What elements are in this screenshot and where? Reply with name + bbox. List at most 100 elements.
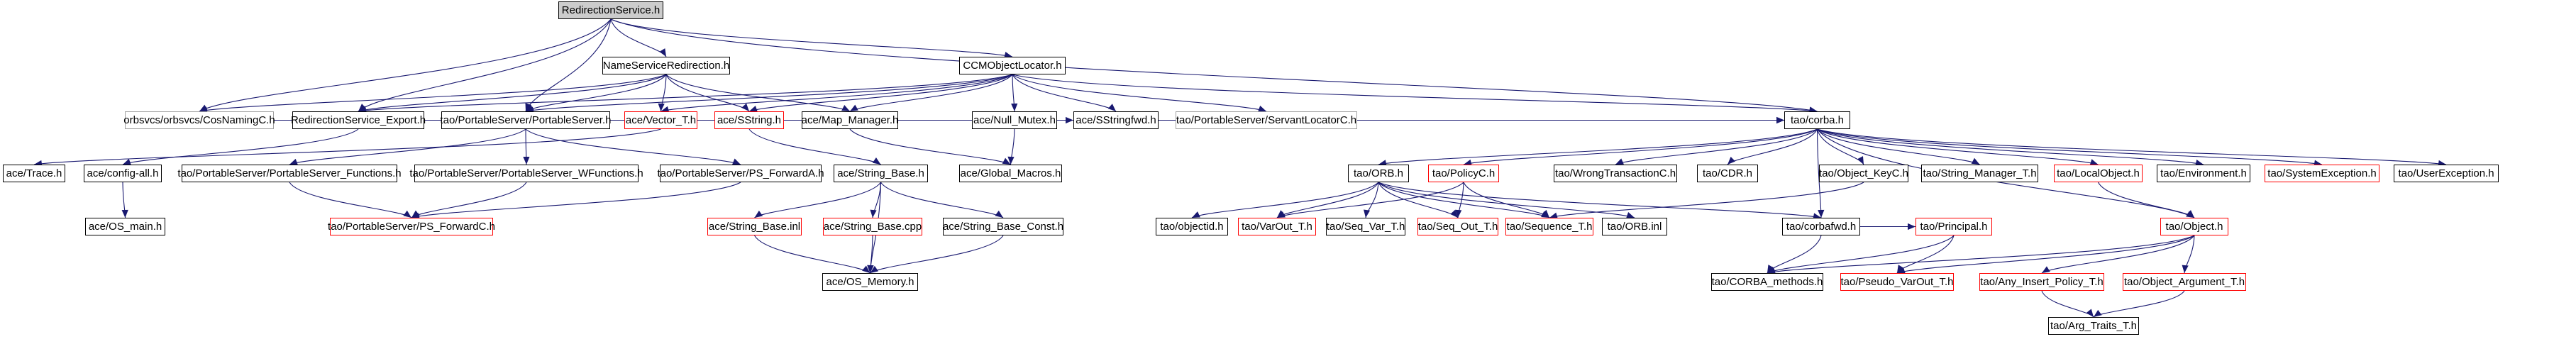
graph-node[interactable]: tao/Sequence_T.h <box>1505 218 1593 235</box>
graph-node[interactable]: tao/Seq_Var_T.h <box>1326 218 1405 235</box>
graph-edge <box>289 182 412 218</box>
graph-node[interactable]: orbsvcs/orbsvcs/CosNamingC.h <box>123 111 275 129</box>
graph-node[interactable]: ace/Trace.h <box>3 165 65 182</box>
graph-edge <box>754 235 870 274</box>
graph-node[interactable]: tao/PortableServer/PortableServer.h <box>441 111 611 129</box>
graph-node[interactable]: tao/PortableServer/PS_ForwardC.h <box>328 218 495 235</box>
graph-node[interactable]: RedirectionService.h <box>558 1 663 19</box>
graph-edge-arrowhead <box>1818 209 1825 218</box>
graph-node[interactable]: tao/ORB.h <box>1348 165 1409 182</box>
graph-node[interactable]: tao/PortableServer/PortableServer_Functi… <box>177 165 402 182</box>
graph-node-label: tao/Environment.h <box>2160 167 2247 179</box>
graph-edge <box>1817 128 2099 165</box>
graph-node[interactable]: tao/Object_Argument_T.h <box>2123 273 2246 291</box>
graph-edge-arrowhead <box>1897 265 1904 273</box>
graph-node[interactable]: ace/config-all.h <box>84 165 162 182</box>
graph-node-label: tao/WrongTransactionC.h <box>1554 167 1676 179</box>
graph-edge <box>610 18 1013 57</box>
graph-node[interactable]: tao/PortableServer/PS_ForwardA.h <box>657 165 824 182</box>
graph-node[interactable]: ace/Global_Macros.h <box>959 165 1062 182</box>
graph-node[interactable]: ace/String_Base.cpp <box>823 218 922 235</box>
graph-node[interactable]: tao/WrongTransactionC.h <box>1554 165 1677 182</box>
graph-node-label: tao/Object_Argument_T.h <box>2123 276 2245 288</box>
graph-edge-arrowhead <box>867 265 874 273</box>
graph-edge-arrowhead <box>1776 116 1784 124</box>
graph-edge <box>358 74 1013 112</box>
graph-node[interactable]: tao/Principal.h <box>1916 218 1992 235</box>
graph-node[interactable]: tao/corba.h <box>1784 111 1850 129</box>
graph-node[interactable]: tao/Environment.h <box>2157 165 2250 182</box>
graph-node-label: tao/CDR.h <box>1702 167 1753 179</box>
graph-edge <box>411 182 741 218</box>
graph-node[interactable]: tao/objectid.h <box>1156 218 1228 235</box>
graph-node[interactable]: tao/Pseudo_VarOut_T.h <box>1840 273 1954 291</box>
graph-node[interactable]: ace/Vector_T.h <box>624 111 697 129</box>
graph-edge-arrowhead <box>2186 210 2194 218</box>
graph-node-label: tao/PortableServer/PS_ForwardC.h <box>328 221 495 233</box>
graph-node-label: tao/String_Manager_T.h <box>1923 167 2037 179</box>
graph-edge <box>849 128 1011 165</box>
graph-node[interactable]: ace/OS_main.h <box>85 218 165 235</box>
graph-node-label: ace/Trace.h <box>6 167 62 179</box>
graph-edge <box>1378 182 1550 218</box>
graph-edge <box>199 18 612 112</box>
graph-node[interactable]: tao/PolicyC.h <box>1428 165 1499 182</box>
graph-edge-arrowhead <box>1277 210 1286 218</box>
graph-node-label: tao/Seq_Out_T.h <box>1417 221 1498 233</box>
graph-node[interactable]: tao/ORB.inl <box>1602 218 1667 235</box>
graph-edge <box>1010 128 1015 165</box>
graph-node[interactable]: ace/Map_Manager.h <box>802 111 898 129</box>
graph-node-label: ace/String_Base_Const.h <box>942 221 1064 233</box>
graph-node[interactable]: tao/UserException.h <box>2394 165 2499 182</box>
graph-node[interactable]: NameServiceRedirection.h <box>602 57 730 74</box>
graph-node[interactable]: tao/PortableServer/ServantLocatorC.h <box>1176 111 1357 129</box>
graph-node[interactable]: tao/PortableServer/PortableServer_WFunct… <box>409 165 643 182</box>
graph-node-label: tao/SystemException.h <box>2267 167 2377 179</box>
graph-edge <box>199 74 667 112</box>
graph-edge <box>2041 290 2094 318</box>
graph-edge-arrowhead <box>1450 209 1458 218</box>
graph-node[interactable]: ace/Null_Mutex.h <box>972 111 1057 129</box>
graph-node-label: tao/Sequence_T.h <box>1506 221 1593 233</box>
graph-node-label: tao/Object_KeyC.h <box>1819 167 1908 179</box>
graph-edge-arrowhead <box>867 265 874 273</box>
graph-node[interactable]: tao/Seq_Out_T.h <box>1417 218 1498 235</box>
graph-node[interactable]: ace/String_Base.inl <box>707 218 802 235</box>
graph-edge-arrowhead <box>1908 223 1916 231</box>
graph-node[interactable]: ace/SStringfwd.h <box>1073 111 1159 129</box>
graph-node[interactable]: ace/String_Base_Const.h <box>943 218 1063 235</box>
graph-edge-arrowhead <box>1857 156 1864 165</box>
graph-edge-arrowhead <box>1364 209 1371 218</box>
graph-node-label: tao/Seq_Var_T.h <box>1326 221 1405 233</box>
graph-edge <box>1817 128 2323 165</box>
graph-node-label: tao/VarOut_T.h <box>1242 221 1312 233</box>
graph-node[interactable]: tao/Any_Insert_Policy_T.h <box>1979 273 2104 291</box>
graph-node[interactable]: tao/Object_KeyC.h <box>1819 165 1908 182</box>
graph-node[interactable]: tao/SystemException.h <box>2265 165 2379 182</box>
graph-edge-arrowhead <box>1066 116 1073 124</box>
graph-node[interactable]: tao/String_Manager_T.h <box>1921 165 2038 182</box>
graph-node[interactable]: tao/Arg_Traits_T.h <box>2048 317 2139 335</box>
graph-node[interactable]: tao/corbafwd.h <box>1782 218 1860 235</box>
graph-node[interactable]: tao/VarOut_T.h <box>1238 218 1316 235</box>
graph-edge-arrowhead <box>523 156 530 165</box>
graph-edge <box>1365 182 1379 218</box>
graph-edge <box>289 128 526 165</box>
graph-edge <box>872 182 882 218</box>
graph-node[interactable]: RedirectionService_Export.h <box>291 111 426 129</box>
graph-node[interactable]: ace/SString.h <box>714 111 784 129</box>
graph-node-label: ace/String_Base.cpp <box>823 221 922 233</box>
graph-node[interactable]: CCMObjectLocator.h <box>959 57 1066 74</box>
graph-edge-arrowhead <box>754 210 763 218</box>
graph-node[interactable]: ace/OS_Memory.h <box>822 273 918 291</box>
graph-node[interactable]: ace/String_Base.h <box>834 165 928 182</box>
graph-edge-arrowhead <box>1455 209 1462 218</box>
graph-edge <box>1191 182 1379 218</box>
graph-node[interactable]: tao/CDR.h <box>1697 165 1758 182</box>
graph-node[interactable]: tao/LocalObject.h <box>2054 165 2143 182</box>
graph-node[interactable]: tao/CORBA_methods.h <box>1711 273 1823 291</box>
graph-edge <box>1378 182 1635 218</box>
graph-edge <box>1463 128 1818 165</box>
graph-node[interactable]: tao/Object.h <box>2160 218 2228 235</box>
graph-edge <box>1816 128 1864 165</box>
